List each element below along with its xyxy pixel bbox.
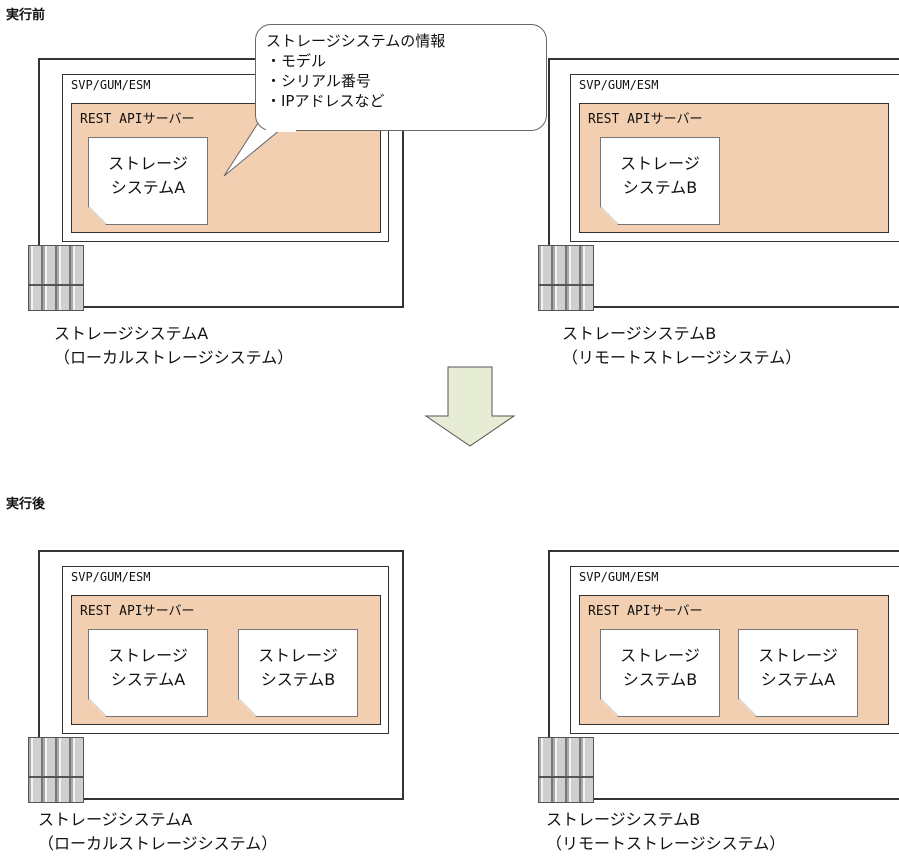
- storage-system-doc: ストレージ システムB: [238, 629, 358, 717]
- rest-api-server-box: REST APIサーバー ストレージ システムB ストレージ システムA: [579, 595, 889, 725]
- storage-system-doc: ストレージ システムA: [88, 629, 208, 717]
- after-left-svp-box: SVP/GUM/ESM REST APIサーバー ストレージ システムA ストレ…: [62, 566, 389, 734]
- rest-api-server-box: REST APIサーバー ストレージ システムB: [579, 103, 889, 233]
- svp-label: SVP/GUM/ESM: [71, 570, 151, 584]
- rest-api-label: REST APIサーバー: [588, 604, 703, 619]
- svp-label: SVP/GUM/ESM: [579, 570, 659, 584]
- storage-rack-icon: [28, 245, 84, 311]
- storage-caption: ストレージシステムB （リモートストレージシステム）: [546, 810, 786, 853]
- doc-fold-icon: [89, 698, 107, 716]
- callout-item: ・シリアル番号: [266, 72, 371, 90]
- storage-caption: ストレージシステムB （リモートストレージシステム）: [562, 324, 802, 367]
- doc-fold-icon: [739, 698, 757, 716]
- rest-api-label: REST APIサーバー: [80, 604, 195, 619]
- callout-title: ストレージシステムの情報: [266, 32, 446, 50]
- storage-system-doc: ストレージ システムA: [738, 629, 858, 717]
- before-section-label: 実行前: [6, 8, 46, 23]
- callout-item: ・モデル: [266, 52, 327, 70]
- after-section-label: 実行後: [6, 497, 46, 512]
- svp-label: SVP/GUM/ESM: [71, 78, 151, 92]
- storage-caption: ストレージシステムA （ローカルストレージシステム）: [54, 324, 294, 367]
- svp-label: SVP/GUM/ESM: [579, 78, 659, 92]
- doc-label: ストレージ システムA: [108, 646, 188, 689]
- doc-label: ストレージ システムA: [758, 646, 838, 689]
- doc-label: ストレージ システムB: [620, 646, 700, 689]
- storage-info-callout: ストレージシステムの情報 ・モデル ・シリアル番号 ・IPアドレスなど: [255, 24, 547, 131]
- rest-api-label: REST APIサーバー: [80, 112, 195, 127]
- storage-system-doc: ストレージ システムB: [600, 137, 720, 225]
- storage-rack-icon: [538, 737, 594, 803]
- doc-label: ストレージ システムB: [258, 646, 338, 689]
- doc-fold-icon: [239, 698, 257, 716]
- doc-label: ストレージ システムA: [108, 154, 188, 197]
- rest-api-label: REST APIサーバー: [588, 112, 703, 127]
- storage-rack-icon: [538, 245, 594, 311]
- callout-joint: [266, 128, 296, 132]
- doc-label: ストレージ システムB: [620, 154, 700, 197]
- doc-fold-icon: [601, 698, 619, 716]
- storage-rack-icon: [28, 737, 84, 803]
- after-right-svp-box: SVP/GUM/ESM REST APIサーバー ストレージ システムB ストレ…: [570, 566, 899, 734]
- storage-caption: ストレージシステムA （ローカルストレージシステム）: [38, 810, 278, 853]
- callout-item: ・IPアドレスなど: [266, 92, 385, 110]
- rest-api-server-box: REST APIサーバー ストレージ システムA ストレージ システムB: [71, 595, 381, 725]
- storage-system-doc: ストレージ システムA: [88, 137, 208, 225]
- doc-fold-icon: [89, 206, 107, 224]
- before-right-svp-box: SVP/GUM/ESM REST APIサーバー ストレージ システムB: [570, 74, 899, 242]
- doc-fold-icon: [601, 206, 619, 224]
- storage-system-doc: ストレージ システムB: [600, 629, 720, 717]
- down-arrow-icon: [424, 366, 516, 447]
